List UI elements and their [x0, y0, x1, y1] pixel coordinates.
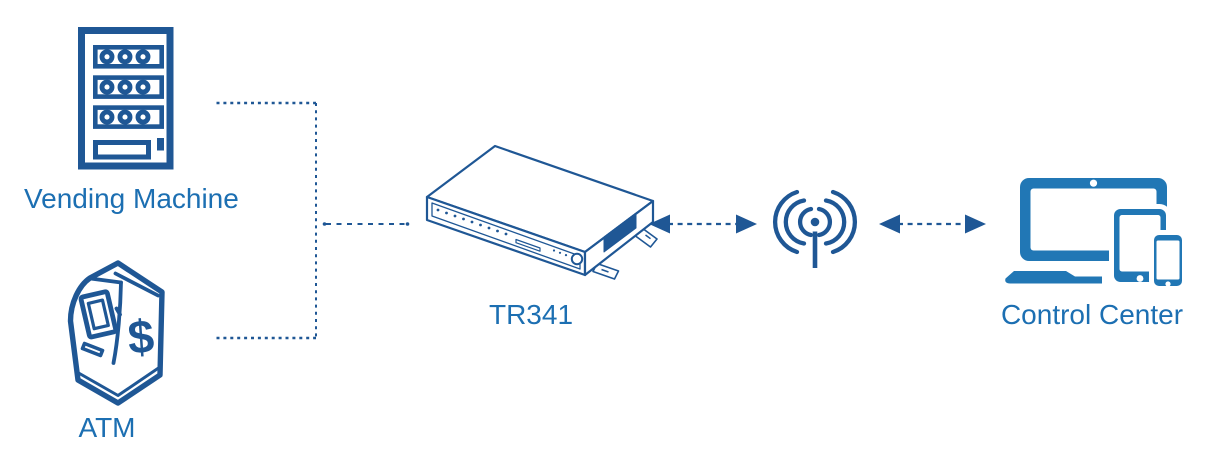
- atm-top-rim: [113, 271, 160, 298]
- signal-arc-right-middle: [823, 198, 847, 246]
- router-label: TR341: [488, 299, 574, 330]
- signal-arc-right-inner: [816, 206, 832, 238]
- atm-base-rim: [78, 366, 160, 397]
- vending-products: [99, 49, 151, 125]
- vending-shelf: [92, 44, 165, 69]
- signal-arc-left-middle: [783, 198, 807, 246]
- dashed-line-end-dot: [322, 222, 327, 226]
- control-center-devices-icon: [1005, 178, 1187, 291]
- signal-arc-left-outer: [773, 189, 800, 255]
- antenna-icon: [773, 189, 857, 268]
- laptop-camera-dot: [1089, 179, 1098, 187]
- control-center-label: Control Center: [1000, 299, 1184, 330]
- vending-dispenser-slot: [93, 140, 151, 160]
- laptop-base: [1005, 271, 1102, 284]
- atm-screen: [86, 298, 110, 331]
- router-front-recess: [431, 202, 581, 270]
- vending-machine-label: Vending Machine: [24, 183, 239, 214]
- arrowhead-right: [736, 214, 757, 234]
- tablet-home-button: [1136, 275, 1144, 282]
- arrowhead-right: [965, 214, 986, 234]
- signal-arc-left-inner: [798, 206, 814, 238]
- router-sim-slot: [515, 238, 541, 252]
- atm-cash-slot: [80, 341, 105, 358]
- arrowhead-left: [649, 214, 670, 234]
- vending-shelf: [92, 75, 165, 99]
- router-led-row: [436, 208, 568, 257]
- antenna-controlcenter-double-arrow: [879, 214, 986, 234]
- phone-home-button: [1165, 281, 1171, 287]
- vending-frame: [78, 27, 174, 170]
- router-reset-button: [570, 252, 584, 266]
- atm-label: ATM: [78, 412, 136, 443]
- router-mount-slot: [601, 268, 609, 273]
- arrowhead-left: [879, 214, 900, 234]
- atm-icon: $: [67, 260, 165, 406]
- atm-card-tick: [114, 306, 122, 317]
- dashed-line-end-dot: [405, 222, 410, 226]
- atm-screen-frame: [78, 289, 119, 340]
- atm-dollar-sign: $: [126, 309, 156, 364]
- vending-machine-icon: [78, 27, 174, 170]
- router-mount-slot: [645, 234, 651, 240]
- signal-arc-right-outer: [830, 189, 857, 255]
- antenna-dot: [810, 217, 820, 227]
- vending-shelf: [92, 105, 165, 129]
- atm-face-divider: [111, 280, 123, 365]
- router-port-panel: [603, 212, 637, 253]
- vending-coin-slot: [157, 138, 164, 151]
- smartphone-icon: [1149, 230, 1187, 291]
- cellular-router-icon: [425, 144, 658, 280]
- atm-top-edge: [88, 276, 123, 285]
- router-antenna-double-arrow: [649, 214, 757, 234]
